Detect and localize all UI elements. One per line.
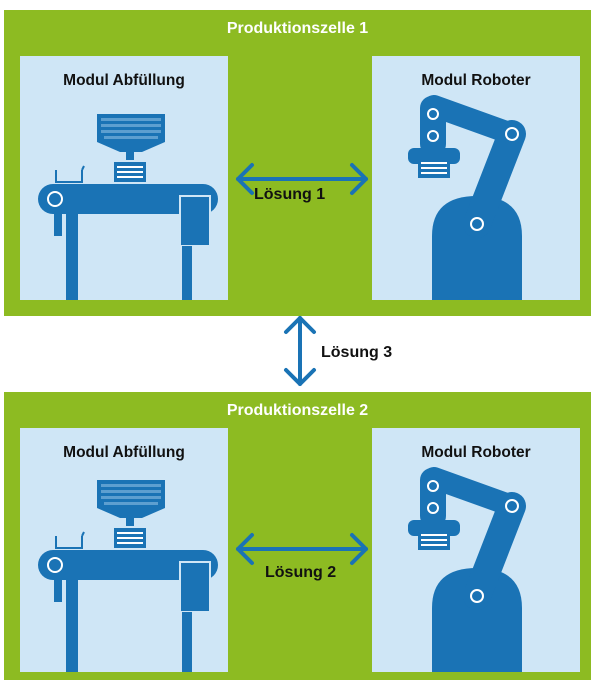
module-title: Modul Abfüllung <box>63 72 185 89</box>
production-cell-2: Produktionszelle 2 Modul Abfüllung Modul… <box>4 392 591 680</box>
between-cells-label: Lösung 3 <box>321 344 393 361</box>
robot-arm-icon <box>408 467 526 672</box>
cell-title: Produktionszelle 2 <box>226 402 369 419</box>
module-robot: Modul Roboter <box>372 56 580 300</box>
robot-arm-icon <box>408 95 526 300</box>
link-label: Lösung 2 <box>265 564 337 581</box>
double-arrow-vertical <box>284 316 316 386</box>
module-title: Modul Roboter <box>421 72 531 89</box>
filling-machine-icon <box>38 114 218 300</box>
link-label: Lösung 1 <box>254 186 326 203</box>
module-title: Modul Roboter <box>421 444 531 461</box>
module-filling: Modul Abfüllung <box>20 428 228 672</box>
production-cell-1: Produktionszelle 1 Modul Abfüllung <box>4 10 591 316</box>
filling-machine-icon <box>38 480 218 672</box>
module-filling: Modul Abfüllung <box>20 56 228 300</box>
module-robot: Modul Roboter <box>372 428 580 672</box>
cell-title: Produktionszelle 1 <box>226 20 369 37</box>
module-title: Modul Abfüllung <box>63 444 185 461</box>
